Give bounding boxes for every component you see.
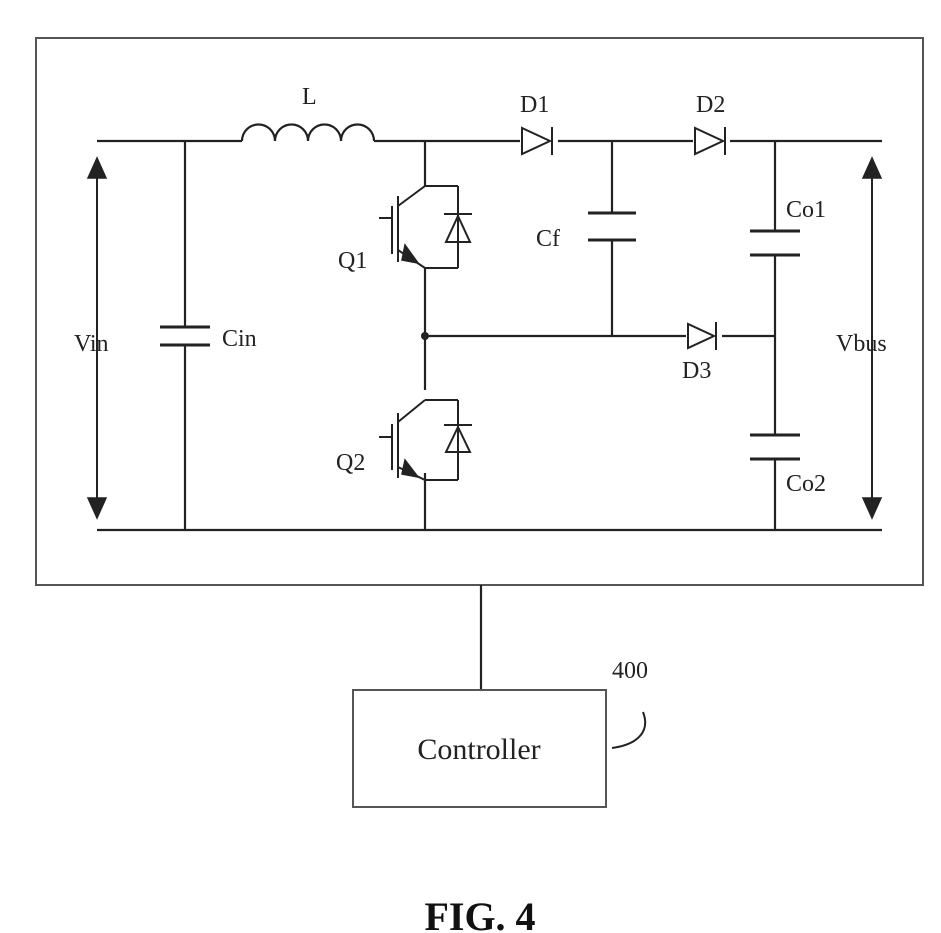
- inductor-l: L: [242, 84, 374, 141]
- controller-ref-label: 400: [612, 658, 648, 684]
- inductor-label: L: [302, 84, 317, 110]
- switch-q2: Q2: [336, 400, 472, 480]
- vbus-arrow: Vbus: [836, 158, 887, 518]
- vin-arrow: Vin: [74, 158, 109, 518]
- controller-label: Controller: [417, 733, 540, 766]
- vbus-label: Vbus: [836, 331, 887, 357]
- q2-label: Q2: [336, 450, 365, 476]
- controller-block: Controller 400: [353, 658, 648, 807]
- figure-label: FIG. 4: [424, 894, 535, 933]
- capacitor-co2: Co2: [750, 336, 826, 530]
- capacitor-cin: Cin: [160, 141, 257, 530]
- diode-d2: D2: [695, 92, 725, 155]
- co1-label: Co1: [786, 197, 826, 223]
- vin-label: Vin: [74, 331, 109, 357]
- circuit-frame: [36, 38, 923, 585]
- capacitor-cf: Cf: [536, 141, 636, 336]
- diode-d1: D1: [520, 92, 552, 155]
- controller-ref-leader: [612, 712, 645, 748]
- d3-label: D3: [682, 358, 711, 384]
- d2-label: D2: [696, 92, 725, 118]
- q1-label: Q1: [338, 248, 367, 274]
- capacitor-co1: Co1: [750, 141, 826, 336]
- diode-d3: D3: [682, 322, 716, 384]
- switch-q1: Q1: [338, 186, 472, 274]
- d1-label: D1: [520, 92, 549, 118]
- cf-label: Cf: [536, 226, 560, 252]
- co2-label: Co2: [786, 471, 826, 497]
- cin-label: Cin: [222, 326, 257, 352]
